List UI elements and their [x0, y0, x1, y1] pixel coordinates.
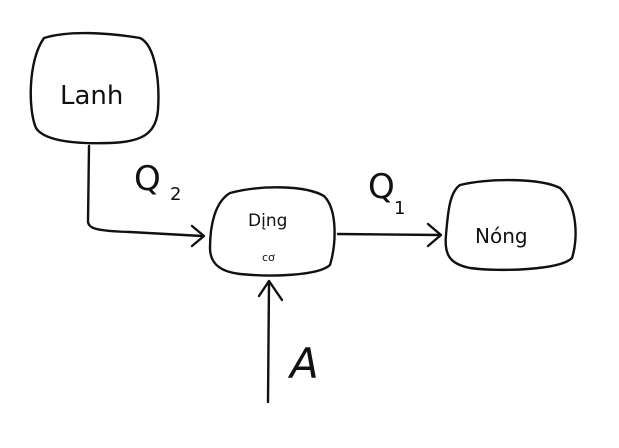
work-arrow-line [266, 280, 271, 404]
q2-symbol: Q [134, 159, 161, 199]
q2-arrow: Q 2 [86, 144, 206, 248]
work-label: A [287, 339, 319, 388]
q2-arrow-head [190, 224, 206, 248]
work-arrow-head [257, 279, 284, 302]
cold-reservoir-label: Lanh [60, 81, 123, 111]
q1-arrow-line [336, 232, 442, 237]
work-arrow: A [257, 279, 319, 404]
q1-symbol: Q [368, 167, 395, 207]
q1-subscript: 1 [394, 198, 405, 219]
device-label: Dįng [248, 211, 287, 231]
q1-arrow-head [426, 222, 443, 248]
q2-arrow-line [86, 144, 204, 238]
cold-reservoir-shape [29, 31, 160, 145]
device-shape [208, 186, 336, 277]
device-sublabel: cơ [262, 251, 275, 264]
hot-reservoir-label: Nóng [475, 224, 528, 248]
hot-reservoir-shape [444, 178, 577, 272]
device-node: Dįng cơ [208, 186, 336, 277]
hot-reservoir-node: Nóng [444, 178, 577, 272]
q1-arrow: Q 1 [336, 167, 443, 248]
q2-subscript: 2 [170, 184, 181, 205]
cold-reservoir-node: Lanh [29, 31, 160, 145]
